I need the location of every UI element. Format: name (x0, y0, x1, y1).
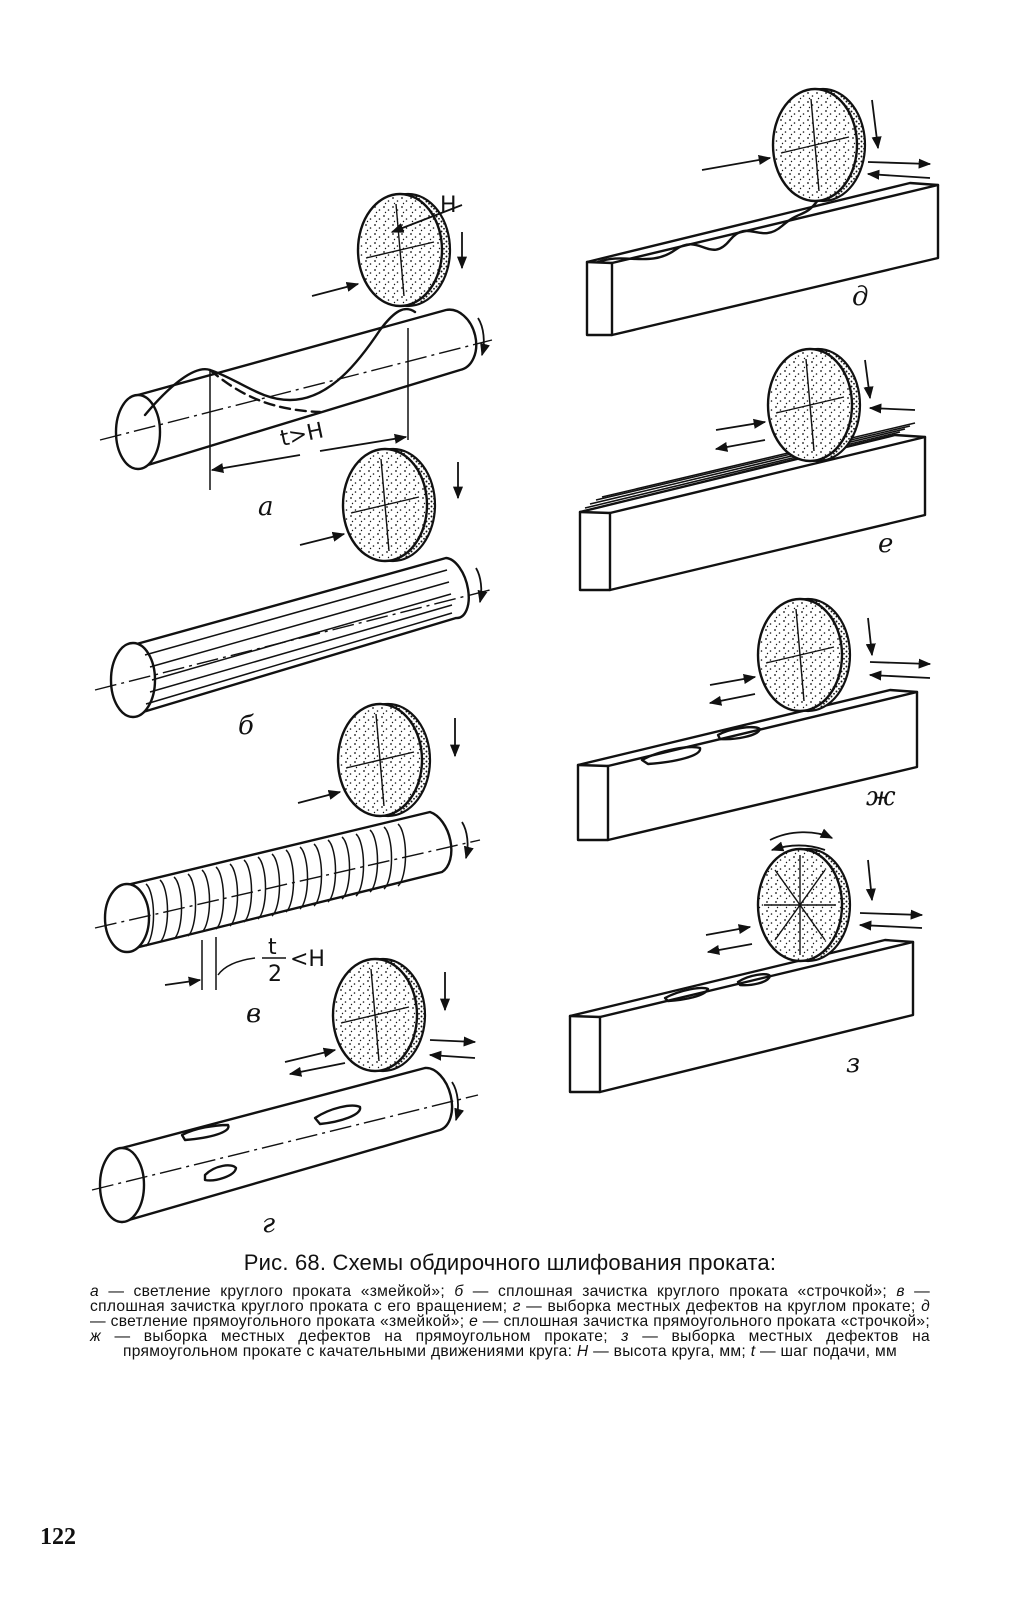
grinding-wheel (336, 702, 432, 818)
label-z: з (846, 1049, 860, 1079)
label-b: б (238, 711, 254, 741)
caption-text: — сплошная зачистка прямоугольного прока… (478, 1313, 930, 1330)
grinding-schemes-figure: t>H H а б (91, 87, 940, 1239)
t-numerator: t (268, 935, 277, 960)
page-number: 122 (40, 1524, 76, 1550)
caption-key: д (921, 1298, 930, 1315)
lt-h-label: <H (290, 947, 325, 972)
label-zh: ж (866, 782, 896, 812)
grinding-wheel (356, 192, 452, 308)
grinding-wheel (756, 597, 852, 713)
caption-key: а (90, 1283, 99, 1300)
scheme-b: б (94, 447, 491, 741)
grinding-wheel (766, 347, 862, 463)
scheme-d: д (585, 87, 940, 337)
caption-text: — высота круга, мм; (588, 1343, 751, 1360)
grinding-wheel (331, 957, 427, 1073)
label-d: д (852, 282, 868, 312)
label-v: в (246, 999, 261, 1029)
grinding-wheel (771, 87, 867, 203)
caption-key: H (576, 1343, 589, 1360)
caption-text: — светление круглого проката «змейкой»; (98, 1283, 455, 1300)
scheme-e: е (578, 347, 927, 592)
caption-key: г (512, 1298, 521, 1315)
grinding-wheel (756, 847, 852, 963)
label-e: е (878, 529, 893, 559)
scheme-zh: ж (576, 597, 932, 842)
scheme-z: з (568, 828, 924, 1094)
caption-key: б (454, 1283, 464, 1300)
caption-text: — выборка местных дефектов на прямоуголь… (122, 1328, 931, 1360)
caption-text: — выборка местных дефектов на прямоуголь… (101, 1328, 622, 1345)
caption-text: — выборка местных дефектов на круглом пр… (520, 1298, 922, 1315)
scheme-v: t 2 <H в (94, 702, 481, 1029)
caption-text: — шаг подачи, мм (755, 1343, 898, 1360)
label-a: а (258, 492, 274, 522)
t-denominator: 2 (268, 962, 282, 987)
scheme-g: г (91, 957, 479, 1239)
caption-key: е (469, 1313, 479, 1330)
h-label: H (440, 193, 457, 218)
caption-body: а — светление круглого проката «змейкой»… (90, 1283, 931, 1360)
caption-text: — сплошная зачистка круглого проката с е… (90, 1283, 930, 1315)
caption-key: з (621, 1328, 629, 1345)
caption-key: t (750, 1343, 756, 1360)
grinding-wheel (341, 447, 437, 563)
caption-key: в (896, 1283, 905, 1300)
scheme-a: t>H H а (99, 192, 493, 522)
caption-title: Рис. 68. Схемы обдирочного шлифования пр… (243, 1250, 777, 1275)
caption-key: ж (90, 1328, 102, 1345)
label-g: г (262, 1209, 275, 1239)
caption-text: — сплошная зачистка круглого проката «ст… (463, 1283, 897, 1300)
caption-text: — светление прямоугольного проката «змей… (90, 1313, 470, 1330)
figure-caption: Рис. 68. Схемы обдирочного шлифования пр… (90, 1250, 930, 1359)
